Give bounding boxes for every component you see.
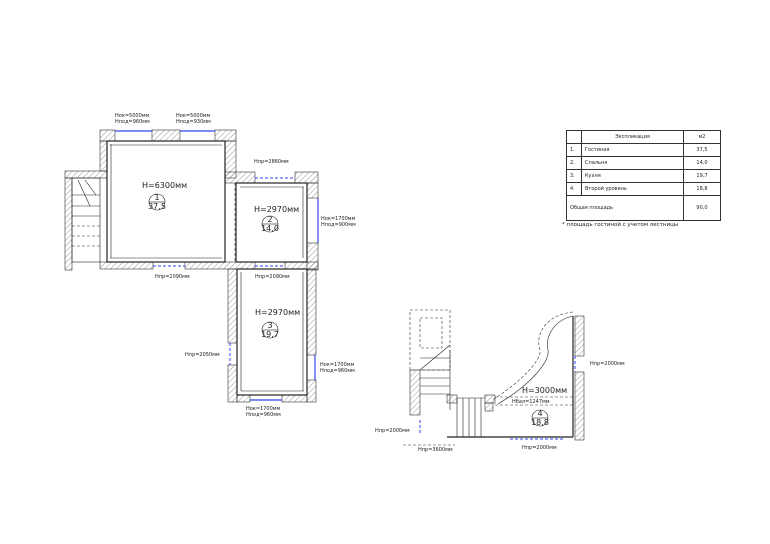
window-label-npod: Нпод=900мм bbox=[321, 222, 356, 228]
row-number: 3. bbox=[566, 169, 582, 183]
door-label: Нпр=2000мм bbox=[522, 445, 557, 451]
room-name: Спальня bbox=[581, 156, 684, 170]
room-1-label: H=6300мм 1 37,5 bbox=[142, 181, 187, 211]
plan2-room bbox=[419, 311, 585, 441]
balcony-height: Нбал=1247мм bbox=[512, 399, 550, 405]
door-label: Нпр=2050мм bbox=[185, 352, 220, 358]
plan1-staircase bbox=[71, 177, 101, 263]
room-height: H=2970мм bbox=[254, 205, 299, 214]
room-height: H=3000мм bbox=[522, 386, 567, 395]
column-header: Экспликация bbox=[581, 130, 684, 144]
room-number: 3 bbox=[267, 321, 272, 330]
window-label-npod: Нпод=960мм bbox=[115, 119, 150, 125]
room-height: H=6300мм bbox=[142, 181, 187, 190]
door-label: Нпр=2090мм bbox=[255, 274, 290, 280]
room-area: 37,5 bbox=[148, 202, 166, 211]
room-3-label: H=2970мм 3 19,7 bbox=[255, 308, 300, 339]
window-label-nok: Нок=5000мм bbox=[176, 113, 211, 119]
room-area: 14,0 bbox=[683, 156, 721, 170]
room-number: 1 bbox=[154, 193, 159, 202]
door-label: Нпр=3600мм bbox=[418, 447, 453, 453]
room-name: Кухня bbox=[581, 169, 684, 183]
room-4-label: H=3000мм Нбал=1247мм 4 18,8 bbox=[512, 386, 567, 427]
plan1-openings bbox=[115, 130, 319, 401]
window-label-nok: Нок=1700мм bbox=[246, 406, 281, 412]
window-label-nok: Нок=5000мм bbox=[115, 113, 150, 119]
room-2-label: H=2970мм 2 14,0 bbox=[254, 205, 299, 233]
room-height: H=2970мм bbox=[255, 308, 300, 317]
window-label-npod: Нпод=960мм bbox=[246, 412, 281, 418]
room-name: Второй уровень bbox=[581, 182, 684, 196]
room-area: 14,0 bbox=[261, 224, 279, 233]
row-number: 2. bbox=[566, 156, 582, 170]
room-area: 19,7 bbox=[683, 169, 721, 183]
plan2-staircase bbox=[403, 309, 455, 446]
room-number: 2 bbox=[267, 215, 272, 224]
window-label-nok: Нок=1700мм bbox=[320, 362, 355, 368]
door-label: Нпр=2000мм bbox=[375, 428, 410, 434]
room-name: Гостиная bbox=[581, 143, 684, 157]
table-footnote: * площадь гостиной с учетом лестницы bbox=[562, 222, 679, 228]
room-area: 37,5 bbox=[683, 143, 721, 157]
room-area: 18,8 bbox=[683, 182, 721, 196]
window-label-npod: Нпод=930мм bbox=[176, 119, 211, 125]
row-number: 1. bbox=[566, 143, 582, 157]
room-number: 4 bbox=[537, 409, 542, 418]
total-value: 90,0 bbox=[683, 195, 721, 221]
window-label-nok: Нок=1700мм bbox=[321, 216, 356, 222]
room-area: 19,7 bbox=[261, 330, 279, 339]
room-area: 18,8 bbox=[531, 418, 549, 427]
total-label: Общая площадь bbox=[566, 195, 684, 221]
column-header: м2 bbox=[683, 130, 721, 144]
row-number: 4. bbox=[566, 182, 582, 196]
door-label: Нпр=2000мм bbox=[590, 361, 625, 367]
door-label: Нпр=2860мм bbox=[254, 159, 289, 165]
door-label: Нпр=2090мм bbox=[155, 274, 190, 280]
plan1-inner-lines bbox=[106, 140, 308, 396]
window-label-npod: Нпод=960мм bbox=[320, 368, 355, 374]
